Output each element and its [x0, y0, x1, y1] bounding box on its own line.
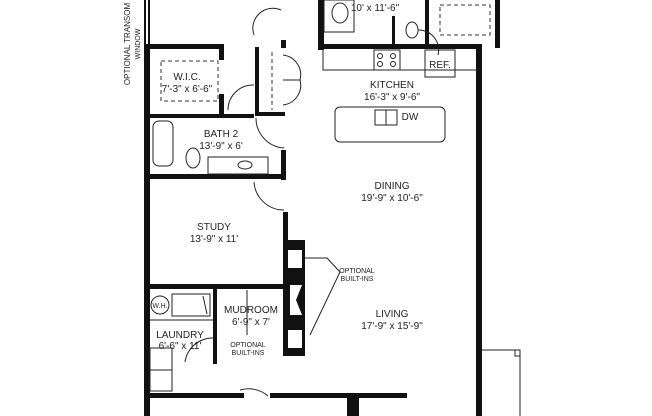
- dining-size: 19'-9" x 10'-6": [361, 193, 423, 204]
- laundry-name: LAUNDRY: [156, 330, 204, 341]
- laundry-size: 6'-6" x 11': [159, 341, 202, 352]
- living-name: LIVING: [376, 309, 409, 320]
- dw-label: DW: [402, 112, 419, 123]
- water-heater-label: W.H.: [152, 303, 167, 310]
- doors: [184, 7, 440, 397]
- wic-size: 7'-3" x 6'-6": [162, 84, 213, 95]
- builtins-note-1b: BUILT-INS: [341, 276, 374, 283]
- mudroom-size: 6'-9" x 7': [232, 317, 270, 328]
- bath-fixtures: [152, 0, 419, 175]
- transom-note: OPTIONAL TRANSOM: [123, 3, 132, 86]
- water-heater-icon: [150, 295, 170, 315]
- kitchen-counters: [322, 49, 478, 143]
- bath2-size: 13'-9" x 6': [199, 141, 243, 152]
- builtins-note-2b: BUILT-INS: [232, 350, 265, 357]
- dining-name: DINING: [375, 181, 410, 192]
- kitchen-size: 16'-3" x 9'-6": [364, 92, 420, 103]
- builtins-note-1: OPTIONAL: [339, 268, 375, 275]
- builtins-note-2: OPTIONAL: [230, 342, 266, 349]
- ref-label: REF.: [429, 60, 451, 71]
- wic-name: W.I.C.: [173, 72, 200, 83]
- transom-note-2: WINDOW: [135, 28, 142, 59]
- study-name: STUDY: [197, 222, 231, 233]
- mudroom-name: MUDROOM: [224, 305, 278, 316]
- laundry-fixtures: [149, 293, 213, 392]
- bath2-name: BATH 2: [204, 129, 239, 140]
- master-bath-size: 10' x 11'-6": [351, 3, 400, 14]
- study-size: 13'-9" x 11': [190, 234, 238, 245]
- kitchen-name: KITCHEN: [370, 80, 414, 91]
- living-size: 17'-9" x 15'-9": [361, 321, 423, 332]
